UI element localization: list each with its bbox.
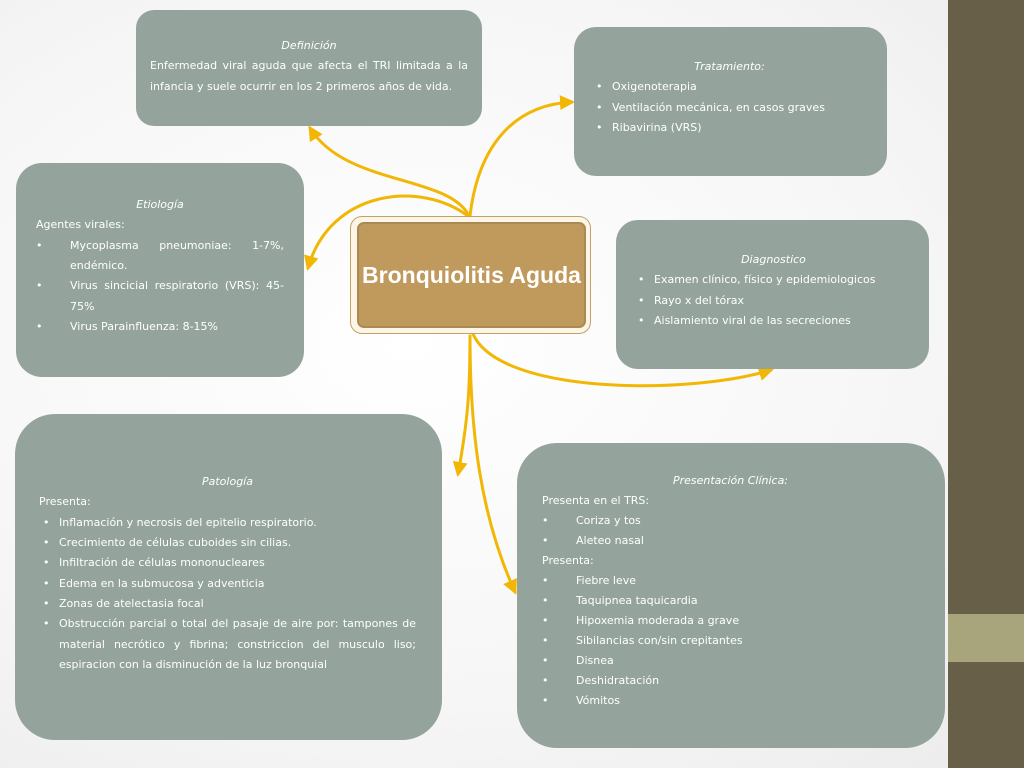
list-item: Aislamiento viral de las secreciones — [634, 311, 913, 332]
center-node: Bronquiolitis Aguda — [357, 222, 586, 328]
list-item: Examen clínico, físico y epidemiologicos — [634, 270, 913, 291]
tratamiento-node: Tratamiento: Oxigenoterapia Ventilación … — [574, 27, 887, 176]
list-item: Sibilancias con/sin crepitantes — [542, 631, 919, 651]
diagnostico-title: Diagnostico — [741, 253, 806, 266]
definicion-node: Definición Enfermedad viral aguda que af… — [136, 10, 482, 126]
etiologia-list: Mycoplasma pneumoniae: 1-7%, endémico. V… — [36, 236, 284, 338]
patologia-title: Patología — [202, 475, 253, 488]
list-item: Virus sincicial respiratorio (VRS): 45-7… — [36, 276, 284, 317]
list-item: Ribavirina (VRS) — [592, 118, 867, 139]
list-item: Mycoplasma pneumoniae: 1-7%, endémico. — [36, 236, 284, 277]
arrow-to-patologia — [452, 334, 472, 477]
tratamiento-list: Oxigenoterapia Ventilación mecánica, en … — [592, 77, 867, 138]
arrow-to-definicion — [308, 125, 470, 216]
presentacion-node: Presentación Clínica: Presenta en el TRS… — [517, 443, 945, 748]
list-item: Aleteo nasal — [542, 531, 919, 551]
arrow-to-etiologia — [304, 194, 470, 271]
list-item: Disnea — [542, 651, 919, 671]
list-item: Fiebre leve — [542, 571, 919, 591]
list-item: Vómitos — [542, 691, 919, 711]
diagnostico-node: Diagnostico Examen clínico, físico y epi… — [616, 220, 929, 369]
list-item: Ventilación mecánica, en casos graves — [592, 98, 867, 119]
list-item: Hipoxemia moderada a grave — [542, 611, 919, 631]
presentacion-title: Presentación Clínica: — [672, 474, 789, 487]
etiologia-title: Etiología — [136, 198, 184, 211]
arrow-to-diagnostico — [471, 332, 774, 388]
sidebar-band-decoration — [948, 614, 1024, 662]
list-item: Taquipnea taquicardia — [542, 591, 919, 611]
list-item: Zonas de atelectasia focal — [39, 594, 416, 615]
list-item: Virus Parainfluenza: 8-15% — [36, 317, 284, 338]
etiologia-node: Etiología Agentes virales: Mycoplasma pn… — [16, 163, 304, 377]
arrow-to-presentacion — [468, 334, 517, 595]
presentacion-list-trs: Coriza y tos Aleteo nasal — [542, 511, 919, 551]
list-item: Obstrucción parcial o total del pasaje d… — [39, 614, 416, 675]
list-item: Infiltración de células mononucleares — [39, 553, 416, 574]
list-item: Coriza y tos — [542, 511, 919, 531]
presentacion-intro: Presenta: — [542, 554, 594, 568]
list-item: Edema en la submucosa y adventicia — [39, 574, 416, 595]
patologia-node: Patología Presenta: Inflamación y necros… — [15, 414, 442, 740]
tratamiento-title: Tratamiento: — [694, 60, 765, 73]
patologia-intro: Presenta: — [39, 495, 91, 509]
presentacion-list: Fiebre leve Taquipnea taquicardia Hipoxe… — [542, 571, 919, 711]
list-item: Oxigenoterapia — [592, 77, 867, 98]
definicion-text: Enfermedad viral aguda que afecta el TRI… — [150, 59, 468, 93]
presentacion-intro-trs: Presenta en el TRS: — [542, 494, 650, 508]
arrow-to-tratamiento — [468, 95, 575, 218]
patologia-list: Inflamación y necrosis del epitelio resp… — [39, 513, 416, 676]
etiologia-intro: Agentes virales: — [36, 218, 125, 232]
list-item: Deshidratación — [542, 671, 919, 691]
diagnostico-list: Examen clínico, físico y epidemiologicos… — [634, 270, 913, 331]
definicion-title: Definición — [281, 39, 337, 52]
list-item: Inflamación y necrosis del epitelio resp… — [39, 513, 416, 534]
list-item: Crecimiento de células cuboides sin cili… — [39, 533, 416, 554]
list-item: Rayo x del tórax — [634, 291, 913, 312]
